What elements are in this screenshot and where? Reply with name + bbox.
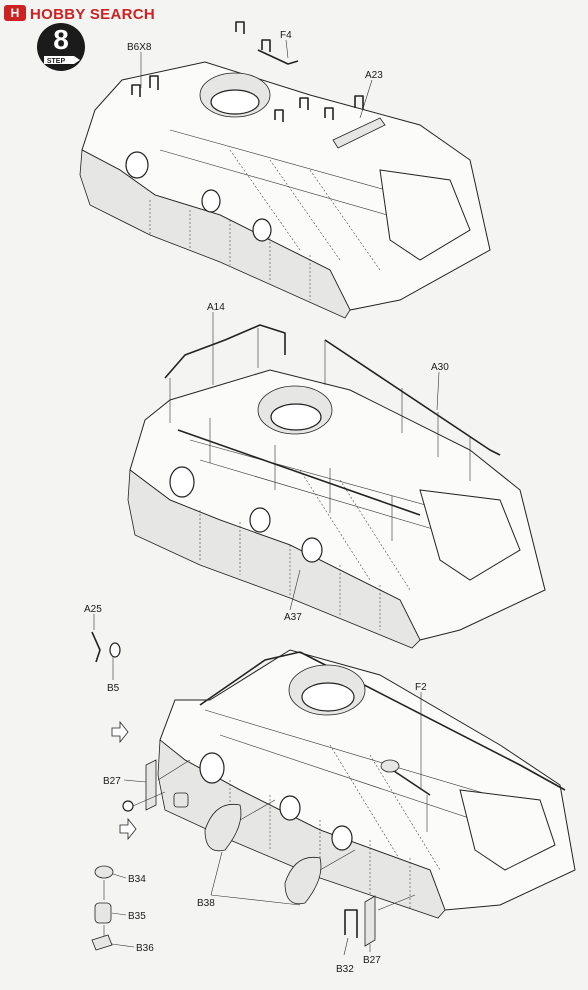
rail-a37 [177,429,421,516]
rail-a30 [324,339,501,456]
part-b27-left [145,759,157,811]
step-badge: 8 STEP [37,23,85,71]
hull-top-side [79,149,351,319]
hull-middle-port-2 [249,507,271,533]
callout-b27-right: B27 [363,955,381,966]
callout-a30: A30 [431,362,449,373]
part-b5 [109,642,121,658]
hull-bottom-rear-recess [459,789,556,871]
step-number: 8 [53,24,69,55]
direction-arrow-icon-2 [119,817,137,841]
callout-b32: B32 [336,964,354,975]
callout-f2: F2 [415,682,427,693]
callout-b35: B35 [128,911,146,922]
part-b32 [344,909,358,938]
hull-middle-side [127,469,421,649]
watermark-logo-icon [4,5,26,21]
part-b38-b [284,856,322,905]
hull-top-port-1 [125,151,149,179]
hull-assembly-bottom [157,649,576,919]
callout-b38: B38 [197,898,215,909]
part-a25 [91,631,101,663]
part-b27-right [364,895,376,947]
rail-a14 [164,324,286,379]
hull-top-port-3 [252,218,272,242]
part-lamp [173,792,189,808]
callout-b6x8: B6X8 [127,42,152,53]
hull-top-port-2 [201,189,221,213]
part-b38-a [204,803,242,852]
side-parts [91,631,416,951]
callout-b36: B36 [136,943,154,954]
hull-bottom-port-1 [199,752,225,784]
step-arrow-icon [44,56,80,64]
watermark: H HOBBY SEARCH [4,5,155,23]
hull-bottom-port-3 [331,825,353,851]
step-label: STEP [47,58,66,65]
callout-b27-left: B27 [103,776,121,787]
callout-b5: B5 [107,683,120,694]
callout-b34: B34 [128,874,146,885]
hull-top-hatch-opening [210,89,260,115]
hull-assembly-top [79,21,491,319]
watermark-brand: HOBBY SEARCH [30,6,155,23]
hull-middle-hatch-opening [270,403,322,431]
callout-a23: A23 [365,70,383,81]
hull-middle-port-3 [301,537,323,563]
direction-arrow-icon-1 [111,720,129,744]
part-b35 [94,902,112,924]
callout-a37: A37 [284,612,302,623]
hull-bottom-port-2 [279,795,301,821]
hull-assembly-middle [127,324,546,649]
hull-middle-rear-recess [419,489,521,581]
callout-a25: A25 [84,604,102,615]
watermark-logo-letter: H [11,6,20,20]
callout-a14: A14 [207,302,225,313]
callout-f4: F4 [280,30,292,41]
part-b36 [91,934,113,951]
part-a23 [332,117,386,149]
part-b34 [94,865,114,879]
hull-middle-port-1 [169,466,195,498]
hull-bottom-hatch-opening [301,682,355,712]
hull-top-rear-recess [379,169,471,261]
